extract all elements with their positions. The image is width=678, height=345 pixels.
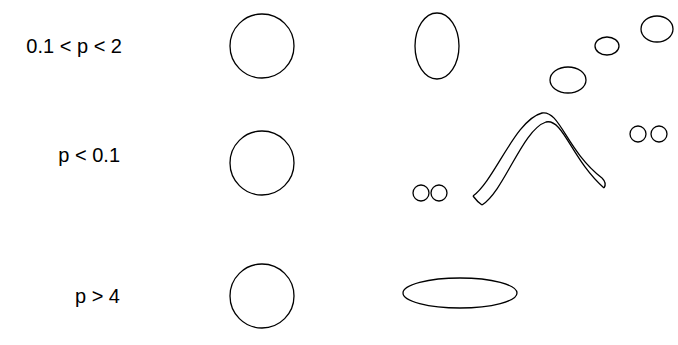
ribbon-shape — [482, 122, 604, 205]
droplet-shape — [431, 185, 447, 201]
oblate-shape — [403, 278, 517, 308]
sphere-shape — [230, 131, 294, 195]
droplet-shape — [651, 126, 667, 142]
parameter-label: 0.1 < p < 2 — [26, 35, 122, 57]
droplet-shape — [550, 67, 586, 93]
droplet-shape — [595, 37, 619, 55]
parameter-label: p < 0.1 — [58, 144, 120, 166]
ribbon-shape — [602, 178, 605, 188]
parameter-label: p > 4 — [75, 285, 120, 307]
sphere-shape — [230, 14, 294, 78]
sphere-shape — [230, 264, 294, 328]
droplet-shape — [641, 16, 673, 42]
ribbon-shape — [473, 196, 482, 205]
prolate-shape — [415, 13, 459, 79]
droplet-shape — [413, 185, 429, 201]
droplet-shape — [630, 126, 646, 142]
ribbon-shape — [473, 113, 602, 196]
